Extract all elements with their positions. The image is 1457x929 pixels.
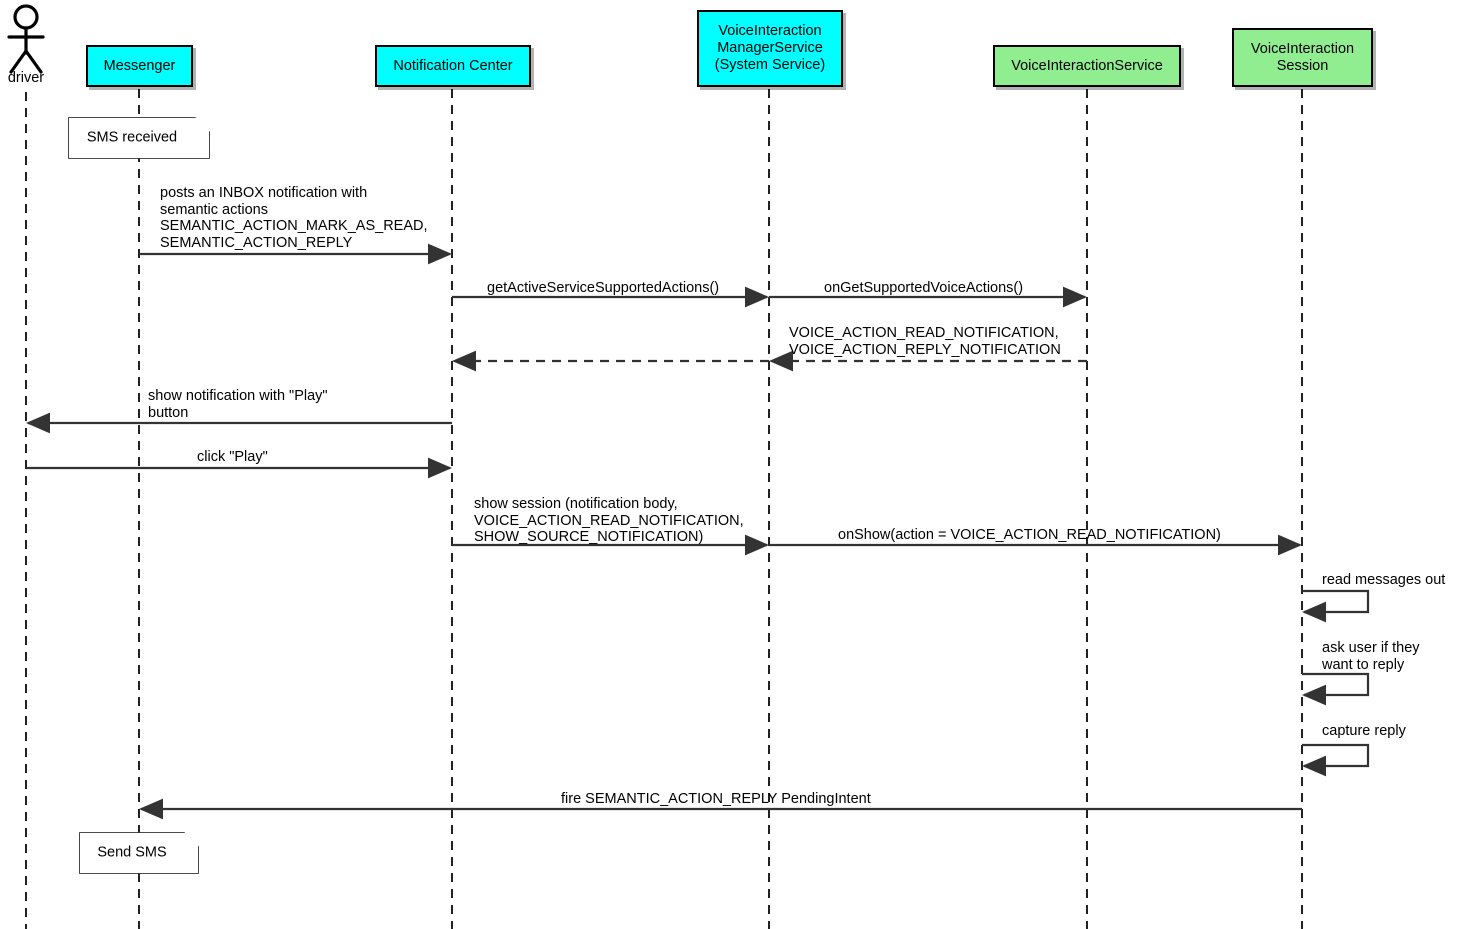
ss-l3: SHOW_SOURCE_NOTIFICATION)	[474, 529, 704, 545]
fsarpi-l1: fire SEMANTIC_ACTION_REPLY PendingIntent	[561, 791, 871, 807]
message-label-fire-semantic-action-reply-pending-intent: fire SEMANTIC_ACTION_REPLY PendingIntent	[561, 791, 871, 808]
participant-box-voice-interaction-session[interactable]: VoiceInteraction Session	[1232, 28, 1373, 87]
message-label-on-get-supported-voice-actions: onGetSupportedVoiceActions()	[824, 280, 1023, 297]
gassa-l1: getActiveServiceSupportedActions()	[487, 280, 720, 296]
message-label-return-voice-actions: VOICE_ACTION_READ_NOTIFICATION, VOICE_AC…	[789, 325, 1061, 358]
cr-l1: capture reply	[1322, 723, 1406, 739]
participant-box-voice-interaction-service[interactable]: VoiceInteractionService	[993, 45, 1181, 87]
ss-l2: VOICE_ACTION_READ_NOTIFICATION,	[474, 512, 744, 529]
participant-label-voice-interaction-session: VoiceInteraction Session	[1251, 41, 1354, 75]
note-sms-received: SMS received	[69, 118, 209, 158]
participant-box-voice-interaction-manager-service[interactable]: VoiceInteraction ManagerService (System …	[697, 10, 843, 87]
note-label-send-sms: Send SMS	[97, 844, 167, 861]
lifelines-group	[25, 89, 1303, 929]
message-label-get-active-service-supported-actions: getActiveServiceSupportedActions()	[487, 280, 719, 297]
participant-label-notification-center: Notification Center	[393, 57, 513, 74]
note-send-sms: Send SMS	[80, 833, 198, 873]
retva-l2: VOICE_ACTION_REPLY_NOTIFICATION	[789, 341, 1061, 358]
vims-line-3: (System Service)	[714, 57, 826, 73]
post-inbox-l1: posts an INBOX notification with	[160, 185, 368, 201]
message-label-post-inbox-notification: posts an INBOX notification with semanti…	[160, 185, 428, 251]
auitwr-l2: want to reply	[1322, 656, 1405, 673]
snp-l2: button	[148, 404, 189, 421]
self-message-label-capture-reply: capture reply	[1322, 723, 1406, 740]
auitwr-l1: ask user if they	[1322, 640, 1420, 656]
retva-l1: VOICE_ACTION_READ_NOTIFICATION,	[789, 325, 1059, 341]
os-l1: onShow(action = VOICE_ACTION_READ_NOTIFI…	[838, 527, 1221, 543]
self-arrow-read-messages-out	[1301, 589, 1370, 623]
message-label-click-play: click "Play"	[197, 449, 268, 466]
snp-l1: show notification with "Play"	[148, 388, 328, 404]
self-messages-group	[1301, 589, 1370, 777]
participant-label-voice-interaction-service: VoiceInteractionService	[1011, 57, 1163, 74]
messages-group	[25, 243, 1303, 820]
participant-label-voice-interaction-manager-service: VoiceInteraction ManagerService (System …	[715, 23, 825, 74]
self-arrow-ask-user-if-they-want-to-reply	[1301, 672, 1370, 706]
ogsva-l1: onGetSupportedVoiceActions()	[824, 280, 1024, 296]
message-label-on-show: onShow(action = VOICE_ACTION_READ_NOTIFI…	[838, 527, 1221, 544]
actor-label-driver: driver	[7, 70, 45, 86]
participant-box-notification-center[interactable]: Notification Center	[375, 45, 531, 87]
self-message-label-read-messages-out: read messages out	[1322, 572, 1445, 589]
post-inbox-l2: semantic actions	[160, 201, 268, 218]
vis-line-2: Session	[1276, 57, 1329, 74]
note-label-sms-received: SMS received	[86, 129, 178, 146]
ss-l1: show session (notification body,	[474, 496, 678, 512]
rmo-l1: read messages out	[1322, 572, 1446, 588]
self-message-label-ask-user-if-they-want-to-reply: ask user if they want to reply	[1322, 640, 1420, 673]
cp-l1: click "Play"	[197, 449, 268, 465]
participant-label-messenger: Messenger	[103, 57, 176, 74]
post-inbox-l3: SEMANTIC_ACTION_MARK_AS_READ,	[160, 218, 428, 234]
stick-figure-actor-icon	[7, 4, 45, 74]
post-inbox-l4: SEMANTIC_ACTION_REPLY	[160, 234, 353, 251]
message-label-show-session: show session (notification body, VOICE_A…	[474, 496, 744, 546]
vims-line-2: ManagerService	[717, 40, 823, 56]
vims-line-1: VoiceInteraction	[718, 23, 822, 39]
vis-line-1: VoiceInteraction	[1250, 40, 1355, 57]
self-arrow-capture-reply	[1301, 743, 1370, 777]
participant-box-messenger[interactable]: Messenger	[86, 45, 193, 87]
message-label-show-notification-with-play-button: show notification with "Play" button	[148, 388, 328, 421]
